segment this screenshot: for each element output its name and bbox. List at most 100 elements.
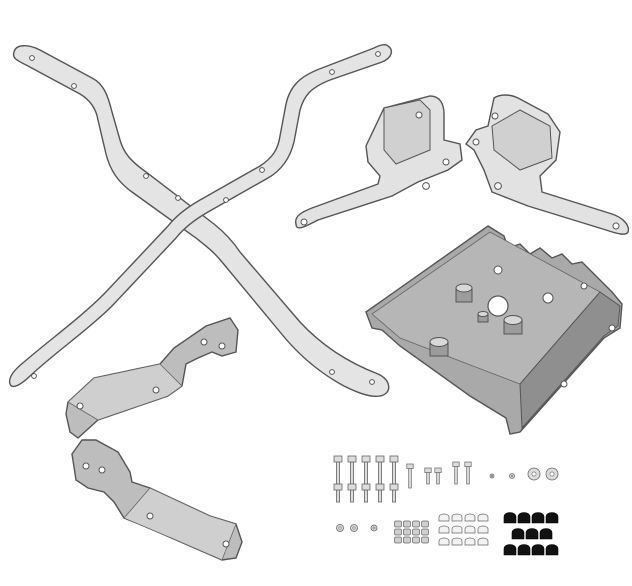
plate-boss — [477, 311, 489, 323]
plate-hole — [608, 324, 616, 332]
long-bolt — [375, 455, 385, 485]
grey-nut — [421, 528, 429, 536]
tube-hole — [29, 55, 35, 61]
cap-nut — [464, 513, 476, 522]
short-bolt — [389, 483, 399, 503]
side-bracket-upper — [65, 317, 239, 439]
tube-hole — [375, 51, 381, 57]
short-bolt — [333, 483, 343, 503]
bracket-hole — [415, 111, 423, 119]
black-cap — [531, 512, 545, 524]
washer — [527, 467, 541, 481]
plate-hole — [493, 265, 503, 275]
black-cap — [503, 512, 517, 524]
short-bolts — [333, 483, 399, 503]
black-caps — [503, 512, 559, 556]
cap-nut — [438, 513, 450, 522]
plate-hole — [560, 380, 568, 388]
plate-boss — [455, 283, 473, 303]
black-cap — [531, 544, 545, 556]
tube-hole — [369, 379, 375, 385]
long-bolt — [333, 455, 343, 485]
hardware-kit — [333, 455, 559, 556]
long-bolt — [347, 455, 357, 485]
tube-hole — [223, 197, 229, 203]
grey-nut — [412, 520, 420, 528]
washer — [489, 473, 495, 479]
bracket-hole — [82, 462, 90, 470]
small-screw — [406, 463, 414, 489]
cap-nut — [464, 525, 476, 534]
tube-hole — [329, 369, 335, 375]
bracket-hole — [491, 112, 499, 120]
grey-nut — [403, 528, 411, 536]
small-screws — [406, 461, 472, 489]
grey-nut — [412, 536, 420, 544]
cap-nut — [438, 537, 450, 546]
cap-nut — [477, 525, 489, 534]
black-cap — [517, 512, 531, 524]
black-cap — [511, 528, 525, 540]
bracket-hole — [422, 182, 430, 190]
bracket-right-upper-body — [465, 94, 630, 235]
grey-nut — [394, 528, 402, 536]
side-bracket-lower-face — [123, 487, 237, 561]
cap-nut — [477, 513, 489, 522]
cap-nut — [477, 537, 489, 546]
side-bracket-lower — [71, 439, 243, 561]
tube-hole — [143, 173, 149, 179]
grey-nut — [403, 520, 411, 528]
bracket-hole — [218, 342, 226, 350]
bracket-left-upper-body — [295, 95, 463, 229]
cap-nut — [451, 537, 463, 546]
plate-hole — [542, 292, 554, 304]
small-screw — [434, 467, 442, 485]
bracket-right-upper — [465, 94, 630, 235]
bracket-hole — [222, 540, 230, 548]
black-cap — [517, 544, 531, 556]
black-cap — [525, 528, 539, 540]
washer — [509, 473, 515, 479]
small-screw — [452, 461, 460, 485]
bracket-left-upper — [295, 95, 463, 229]
short-bolt — [347, 483, 357, 503]
plate-boss — [429, 337, 449, 357]
bracket-hole — [146, 512, 154, 520]
tube-hole — [175, 195, 181, 201]
tube-hole — [259, 167, 265, 173]
grey-nut — [394, 520, 402, 528]
tube-hole — [71, 83, 77, 89]
cap-nut — [464, 537, 476, 546]
grey-nut — [394, 536, 402, 544]
bracket-hole — [152, 386, 160, 394]
washer — [350, 524, 358, 532]
small-screw — [464, 461, 472, 485]
cap-nuts — [438, 513, 489, 546]
crossbar-left-tube — [12, 45, 390, 398]
mounting-plate — [365, 225, 623, 435]
mounting-plate-side — [519, 291, 621, 430]
short-bolt — [361, 483, 371, 503]
plate-boss — [503, 315, 523, 335]
plate-hole — [580, 282, 588, 290]
grey-nut — [403, 536, 411, 544]
tube-hole — [329, 69, 335, 75]
black-cap — [545, 512, 559, 524]
plate-center-hole — [487, 295, 509, 317]
crossbar-right-tube — [8, 43, 393, 388]
bracket-hole — [300, 218, 308, 226]
cap-nut — [451, 513, 463, 522]
crossbar-left-tube-body — [12, 45, 390, 398]
grey-nuts — [394, 520, 429, 544]
bracket-right-upper-face — [491, 109, 553, 171]
washer — [336, 524, 344, 532]
bracket-hole — [98, 466, 106, 474]
washer — [545, 467, 559, 481]
bracket-hole — [76, 402, 84, 410]
washer — [370, 524, 378, 532]
bracket-hole — [472, 138, 480, 146]
bracket-hole — [442, 158, 450, 166]
black-cap — [545, 544, 559, 556]
